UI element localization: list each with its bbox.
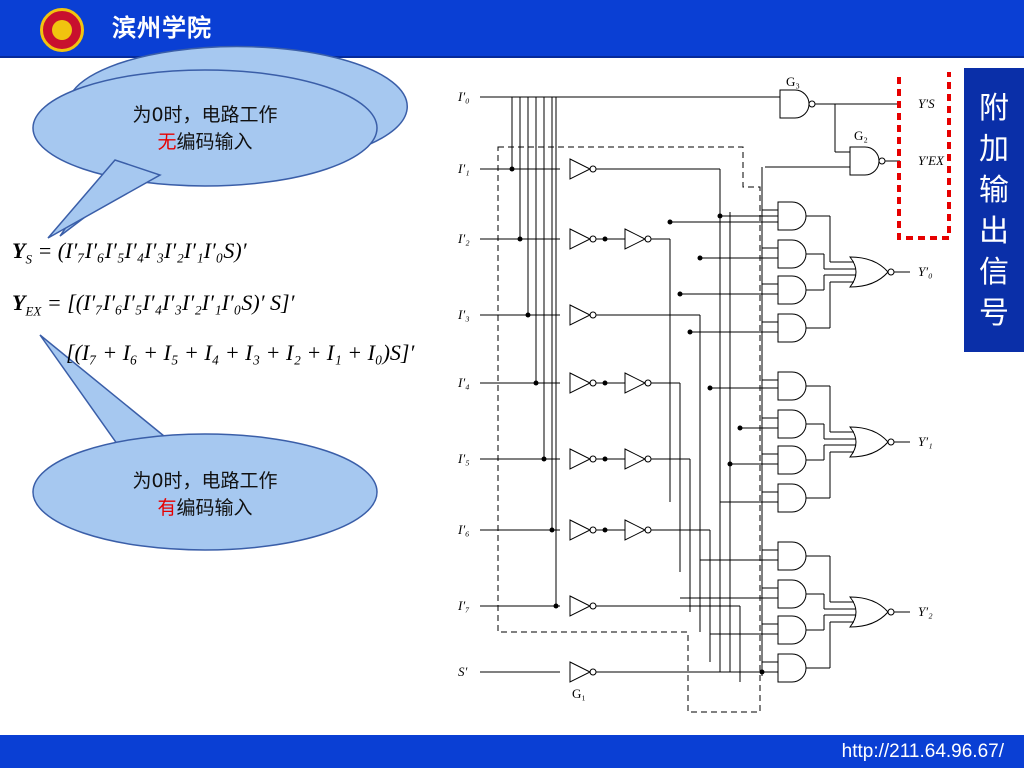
output-label-y2: Y′₂ — [918, 604, 933, 619]
bubble-bottom-line1: 为0时，电路工作 — [132, 470, 278, 492]
gate-label-g2: G₂ — [854, 128, 868, 143]
equation-ys: YS = (I′₇I′₆I′₅I′₄I′₃I′₂I′₁I′₀S)′ — [12, 238, 247, 267]
side-char-3: 输 — [979, 173, 1009, 208]
bubble-bottom-keyword: 有 — [157, 497, 177, 519]
bubble-top-text: 为0时，电路工作 无编码输入 — [70, 100, 340, 154]
side-char-5: 信 — [979, 255, 1009, 290]
output-label-ys: Y′S — [918, 96, 935, 111]
priority-encoder-circuit: I′₀ I′₁ I′₂ I′₃ I′₄ I′₅ I′₆ I′₇ S′ Y′S Y… — [457, 72, 951, 713]
gate-label-g3: G₃ — [786, 74, 800, 89]
input-label-i0: I′₀ — [457, 89, 470, 104]
bubble-top-line2: 编码输入 — [176, 131, 253, 153]
highlight-box — [897, 72, 951, 240]
footer-bar: http://211.64.96.67/ — [0, 735, 1024, 768]
side-char-2: 加 — [979, 132, 1009, 167]
bubble-top-line1: 为0时，电路工作 — [132, 104, 278, 126]
input-label-i1: I′₁ — [457, 161, 470, 176]
input-label-i7: I′₇ — [457, 598, 470, 613]
input-label-i6: I′₆ — [457, 522, 470, 537]
input-label-i4: I′₄ — [457, 375, 470, 390]
equation-yex-line2: [(I₇ + I₆ + I₅ + I₄ + I₃ + I₂ + I₁ + I₀)… — [66, 340, 415, 365]
side-char-4: 出 — [979, 214, 1009, 249]
bubble-bottom-text: 为0时，电路工作 有编码输入 — [70, 466, 340, 520]
gate-label-g1: G₁ — [572, 686, 586, 701]
input-label-i2: I′₂ — [457, 231, 470, 246]
side-char-1: 附 — [979, 91, 1009, 126]
university-name: 滨州学院 — [112, 14, 212, 42]
input-label-i3: I′₃ — [457, 307, 470, 322]
input-label-i5: I′₅ — [457, 451, 470, 466]
side-label-panel: 附 加 输 出 信 号 — [964, 68, 1024, 352]
output-label-y1: Y′₁ — [918, 434, 933, 449]
bubble-bottom-line2: 编码输入 — [176, 497, 253, 519]
side-char-6: 号 — [979, 296, 1009, 331]
header-bar: 滨州学院 — [0, 0, 1024, 58]
equation-yex: YEX = [(I′₇I′₆I′₅I′₄I′₃I′₂I′₁I′₀S)′ S]′ — [12, 290, 295, 319]
bubble-top-keyword: 无 — [157, 131, 177, 153]
output-label-yex: Y′EX — [918, 153, 945, 168]
input-label-s: S′ — [458, 664, 468, 679]
output-label-y0: Y′₀ — [918, 264, 933, 279]
university-logo-icon — [40, 8, 84, 52]
bubbles-layer — [32, 45, 408, 551]
footer-url[interactable]: http://211.64.96.67/ — [841, 741, 1004, 762]
